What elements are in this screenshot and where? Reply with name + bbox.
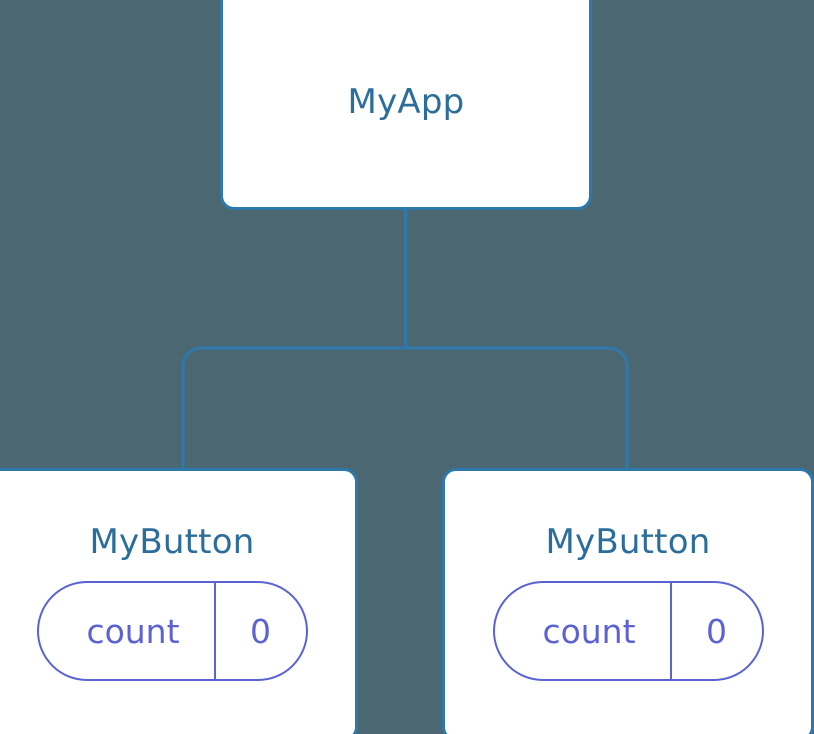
state-pill[interactable]: count 0 <box>36 581 308 681</box>
state-key: count <box>86 611 180 651</box>
edge-root-to-child-0 <box>181 346 406 470</box>
node-mybutton-0[interactable]: MyButton count 0 <box>0 468 358 734</box>
node-title: MyApp <box>347 82 465 122</box>
state-value: 0 <box>213 583 306 679</box>
node-title: MyButton <box>89 522 255 562</box>
state-pill[interactable]: count 0 <box>492 581 764 681</box>
node-title: MyButton <box>545 522 711 562</box>
node-mybutton-1[interactable]: MyButton count 0 <box>442 468 814 734</box>
node-myapp[interactable]: MyApp <box>220 0 592 210</box>
edge-root-to-child-1 <box>405 346 629 470</box>
state-value: 0 <box>669 583 762 679</box>
state-key: count <box>542 611 636 651</box>
